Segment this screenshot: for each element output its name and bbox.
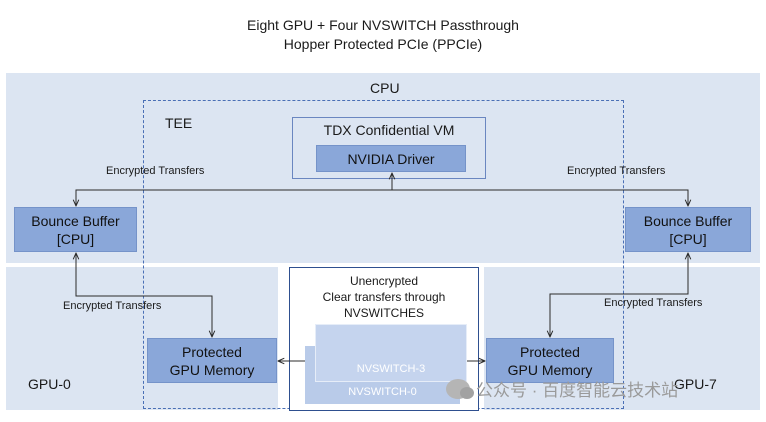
bounce-left-line2: [CPU] xyxy=(56,230,95,247)
nvidia-driver-box: NVIDIA Driver xyxy=(316,145,466,172)
encrypted-transfers-top-left: Encrypted Transfers xyxy=(106,165,205,177)
watermark: 公众号 · 百度智能云技术站 xyxy=(446,376,678,401)
arrow-left-bounce-to-gpu-memory xyxy=(76,253,212,337)
unencrypted-line3: NVSWITCHES xyxy=(343,306,424,320)
bounce-right-line1: Bounce Buffer xyxy=(643,212,733,229)
nvswitch-3-label: NVSWITCH-3 xyxy=(356,363,426,375)
unencrypted-line2: Clear transfers through xyxy=(322,290,446,304)
diagram-title-line2: Hopper Protected PCIe (PPCIe) xyxy=(283,36,483,52)
unencrypted-text: Unencrypted Clear transfers through NVSW… xyxy=(290,273,478,321)
wechat-icon xyxy=(446,378,474,399)
encrypted-transfers-top-right: Encrypted Transfers xyxy=(567,165,666,177)
nvidia-driver-label: NVIDIA Driver xyxy=(347,150,435,167)
bounce-left-line1: Bounce Buffer xyxy=(31,212,120,229)
arrow-right-bounce-to-gpu-memory xyxy=(550,253,688,337)
gpu-mem-left-line2: GPU Memory xyxy=(169,361,255,378)
bounce-right-line2: [CPU] xyxy=(669,230,707,247)
gpu-mem-left-line1: Protected xyxy=(182,343,242,360)
diagram-title-line1: Eight GPU + Four NVSWITCH Passthrough xyxy=(247,17,519,33)
bounce-buffer-right: Bounce Buffer [CPU] xyxy=(625,207,751,252)
nvswitch-0-label: NVSWITCH-0 xyxy=(348,386,417,398)
arrow-driver-to-bounce-buffers xyxy=(76,189,688,206)
protected-gpu-memory-left: Protected GPU Memory xyxy=(147,338,277,383)
tee-label: TEE xyxy=(165,115,193,131)
unencrypted-line1: Unencrypted xyxy=(349,274,419,288)
nvswitch-3-box: NVSWITCH-3 xyxy=(315,324,467,382)
bounce-buffer-left: Bounce Buffer [CPU] xyxy=(14,207,137,252)
protected-gpu-memory-right: Protected GPU Memory xyxy=(486,338,614,383)
gpu7-label: GPU-7 xyxy=(674,376,717,392)
vm-title: TDX Confidential VM xyxy=(323,122,455,138)
watermark-text: 公众号 · 百度智能云技术站 xyxy=(476,381,679,400)
gpu-mem-right-line1: Protected xyxy=(520,343,580,360)
cpu-label: CPU xyxy=(370,80,400,96)
gpu-mem-right-line2: GPU Memory xyxy=(507,361,593,378)
gpu0-label: GPU-0 xyxy=(28,376,71,392)
